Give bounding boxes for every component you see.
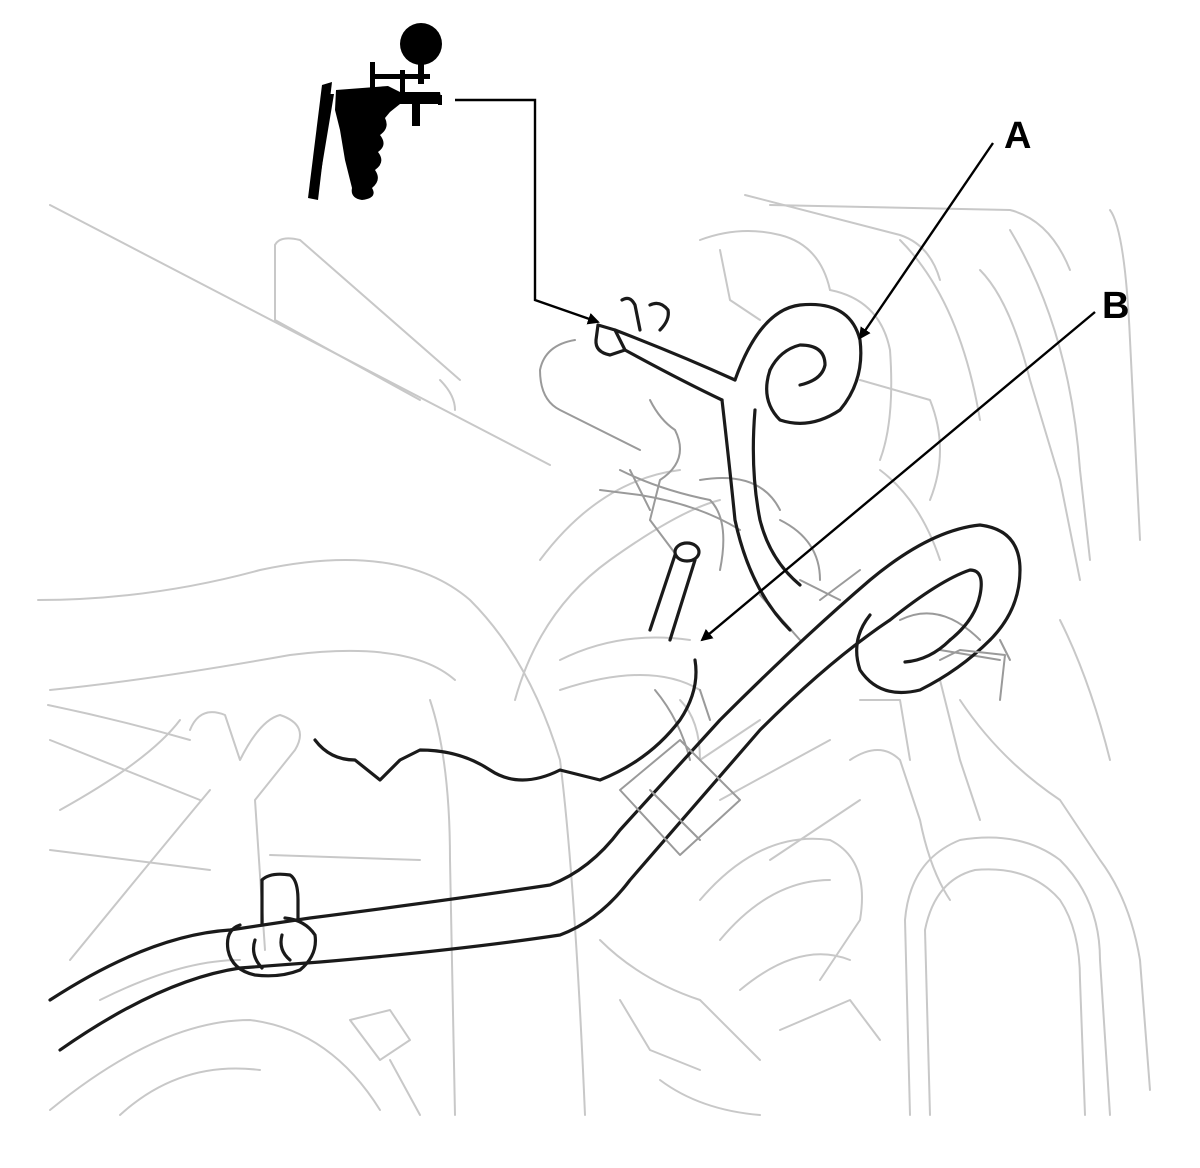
pump-connection-line — [455, 98, 600, 325]
callout-a-label: A — [1004, 115, 1031, 157]
callout-a-leader — [858, 142, 994, 340]
vacuum-pump-gauge-icon — [308, 23, 442, 200]
callout-b: B — [700, 285, 1129, 642]
engine-bay-background — [37, 194, 1151, 1116]
callout-a: A — [858, 115, 1031, 340]
callout-b-label: B — [1102, 285, 1129, 327]
vacuum-hoses — [48, 296, 1022, 1052]
engine-components — [539, 339, 1011, 761]
callout-b-leader — [700, 311, 1096, 642]
pipe-brackets — [619, 649, 1006, 856]
